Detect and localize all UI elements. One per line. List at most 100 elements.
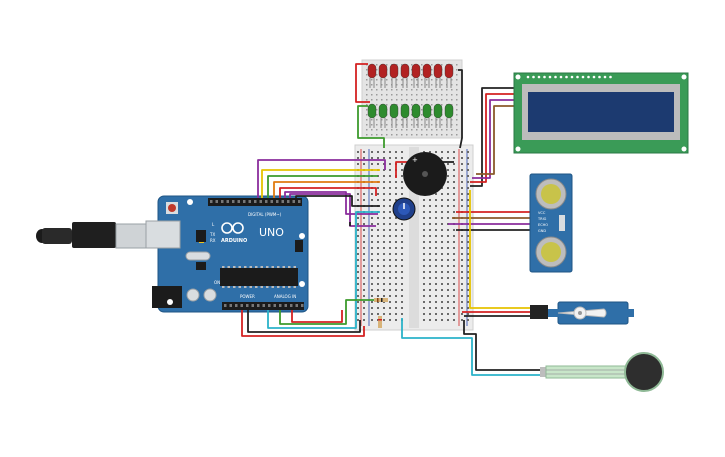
buzzer-plus-mark: + [412,156,418,164]
led-board-hole [381,119,383,121]
breadboard-hole [435,265,437,267]
chip-pin [277,286,280,288]
wire-red-digital [279,187,377,198]
breadboard-hole [383,241,385,243]
led-board-hole [411,89,413,91]
led-board-hole [401,89,403,91]
usb-b-port [145,220,181,249]
breadboard-hole [467,277,469,279]
breadboard-hole [377,265,379,267]
header-pin [287,200,290,203]
led-board-hole [411,104,413,106]
capacitor-2 [203,288,217,302]
wire-red-analog [291,310,343,323]
resistor-body [378,316,382,328]
potentiometer[interactable] [392,197,416,221]
fsr-pad[interactable] [624,352,664,392]
breadboard-hole [401,187,403,189]
led-board-hole [386,134,388,136]
breadboard-hole [441,223,443,225]
header-pin [292,200,295,203]
led-board-hole [381,134,383,136]
breadboard-hole [429,277,431,279]
breadboard-hole [435,205,437,207]
breadboard-hole [363,235,365,237]
breadboard-hole [435,229,437,231]
breadboard-hole [435,301,437,303]
led-board-hole [401,64,403,66]
breadboard-hole [423,307,425,309]
breadboard-hole [395,319,397,321]
breadboard-hole [447,193,449,195]
breadboard-hole [395,259,397,261]
usb-cable[interactable] [36,222,147,249]
header-pin [246,304,249,307]
led-board-hole [431,69,433,71]
breadboard-hole [423,283,425,285]
breadboard-hole [447,259,449,261]
breadboard-hole [377,217,379,219]
breadboard-hole [429,223,431,225]
breadboard-hole [423,295,425,297]
led-board-hole [421,134,423,136]
led-board-hole [401,119,403,121]
micro-servo[interactable] [530,301,634,325]
breadboard-hole [441,205,443,207]
breadboard-hole [357,247,359,249]
header-pin [240,304,243,307]
led-board-hole [376,129,378,131]
breadboard-hole [461,283,463,285]
breadboard-hole [467,319,469,321]
breadboard-hole [423,277,425,279]
arduino-uno-board[interactable]: DIGITAL (PWM~) ARDUINO UNO L TX RX ON [145,195,309,313]
piezo-buzzer[interactable]: + [403,152,447,196]
breadboard-hole [371,229,373,231]
led-board-hole [441,124,443,126]
breadboard-hole [461,271,463,273]
breadboard-hole [377,193,379,195]
breadboard-hole [435,277,437,279]
breadboard-hole [389,247,391,249]
lcd-16x2-display[interactable] [513,72,689,154]
breadboard-hole [389,307,391,309]
breadboard-hole [447,319,449,321]
led-board-hole [436,134,438,136]
lcd-pin [543,75,546,79]
breadboard-hole [453,199,455,201]
breadboard-hole [467,193,469,195]
breadboard-hole [435,223,437,225]
led-board-hole [441,64,443,66]
breadboard-hole [363,163,365,165]
lcd-pin [598,75,601,79]
ultrasonic-sensor[interactable]: VCC TRIG ECHO GND [529,173,573,273]
wire-fsr-1 [463,320,540,371]
breadboard-hole [363,289,365,291]
breadboard-hole [423,301,425,303]
breadboard-hole [401,241,403,243]
resistor[interactable] [374,298,388,302]
breadboard-hole [441,253,443,255]
breadboard-hole [377,307,379,309]
header-pin [254,200,257,203]
usb-chip [196,230,206,242]
breadboard-hole [467,283,469,285]
header-pin [284,304,287,307]
breadboard-hole [461,187,463,189]
breadboard-hole [377,151,379,153]
resistor-2[interactable] [378,316,382,328]
force-sensor[interactable] [540,352,664,392]
led-board-hole [451,84,453,86]
led-board-hole [416,119,418,121]
led-board-hole [386,84,388,86]
breadboard-hole [423,319,425,321]
breadboard-hole [363,259,365,261]
breadboard-hole [389,187,391,189]
chip-pin [255,286,258,288]
breadboard-hole [423,271,425,273]
breadboard-hole [377,277,379,279]
chip-pin [288,266,291,268]
breadboard-hole [383,313,385,315]
led-array-board[interactable] [361,59,463,139]
breadboard-hole [423,313,425,315]
led-board-hole [421,129,423,131]
